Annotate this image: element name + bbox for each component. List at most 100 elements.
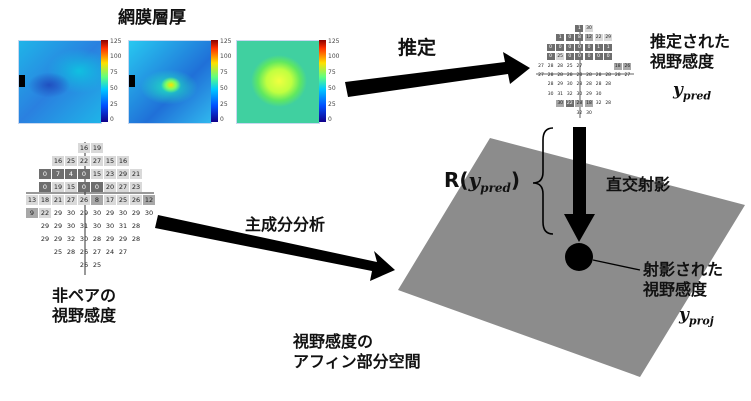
vf-cell: 26 bbox=[79, 261, 89, 269]
colorbar-3-ticks: 125 100 75 50 25 0 bbox=[328, 38, 344, 123]
tick: 75 bbox=[328, 69, 336, 76]
vf-cell: 1 bbox=[575, 25, 584, 32]
vf-cell: 32 bbox=[576, 110, 583, 116]
vf-cell: 32 bbox=[566, 91, 573, 97]
vf-cell: 28 bbox=[575, 100, 584, 108]
vf-cell: 16 bbox=[78, 143, 90, 153]
estimate-label: 推定 bbox=[398, 37, 437, 59]
vf-cell: 30 bbox=[585, 25, 593, 32]
vf-cell: 31 bbox=[557, 91, 564, 97]
vf-cell: 19 bbox=[52, 182, 64, 192]
vf-cell: 25 bbox=[566, 63, 573, 69]
thickness-map-3 bbox=[236, 40, 320, 124]
vf-cell: 27 bbox=[117, 182, 129, 192]
vf-cell: 0 bbox=[565, 34, 574, 42]
vf-cell: 16 bbox=[117, 156, 129, 166]
vf-cell: 29 bbox=[105, 235, 115, 243]
y-proj-symbol: yproj bbox=[679, 305, 714, 328]
range-brace bbox=[532, 127, 554, 235]
vf-cell: 31 bbox=[118, 222, 128, 230]
vf-cell: 1 bbox=[594, 43, 603, 51]
estimate-arrow bbox=[345, 52, 530, 97]
vf-cell: 4 bbox=[65, 169, 77, 179]
vf-cell: 29 bbox=[40, 235, 50, 243]
vf-cell: 15 bbox=[65, 182, 77, 192]
vf-cell: 28 bbox=[131, 235, 141, 243]
tick: 0 bbox=[328, 116, 332, 123]
vf-cell: 25 bbox=[53, 248, 63, 256]
vf-cell: 30 bbox=[92, 222, 102, 230]
vf-cell: 25 bbox=[65, 156, 77, 166]
vf-cell: 30 bbox=[595, 91, 602, 97]
affine-subspace-label: 視野感度の アフィン部分空間 bbox=[293, 332, 421, 371]
vf-cell: 27 bbox=[624, 73, 631, 78]
vf-cell: 19 bbox=[91, 143, 103, 153]
vf-cell: 0 bbox=[575, 53, 584, 61]
vf-cell: 28 bbox=[576, 73, 583, 78]
vf-cell: 22 bbox=[39, 208, 51, 218]
vf-cell: 0 bbox=[546, 53, 555, 61]
vf-cell: 0 bbox=[78, 169, 90, 179]
vf-cell: 17 bbox=[104, 195, 116, 205]
vf-cell: 32 bbox=[66, 235, 76, 243]
vf-cell: 32 bbox=[595, 101, 602, 107]
vf-cell: 30 bbox=[144, 209, 154, 217]
vf-cell: 0 bbox=[78, 182, 90, 192]
vf-cell: 20 bbox=[104, 182, 116, 192]
vf-cell: 28 bbox=[547, 63, 554, 69]
tick: 75 bbox=[110, 69, 118, 76]
vf-cell: 30 bbox=[66, 209, 76, 217]
vf-cell: 29 bbox=[53, 235, 63, 243]
tick: 100 bbox=[110, 53, 122, 60]
projected-vf-label: 射影された 視野感度 bbox=[643, 260, 724, 299]
map-marker bbox=[129, 75, 135, 87]
vf-cell: 29 bbox=[131, 209, 141, 217]
vf-cell: 0 bbox=[39, 169, 51, 179]
vf-cell: 18 bbox=[39, 195, 51, 205]
vf-cell: 30 bbox=[66, 222, 76, 230]
vf-cell: 28 bbox=[547, 73, 554, 78]
vf-cell: 21 bbox=[52, 195, 64, 205]
thickness-map-2 bbox=[128, 40, 212, 124]
vf-cell: 29 bbox=[557, 82, 564, 88]
vf-cell: 29 bbox=[53, 209, 63, 217]
projected-point bbox=[565, 243, 593, 271]
retina-thickness-label: 網膜層厚 bbox=[118, 8, 186, 28]
vf-cell: 30 bbox=[556, 100, 565, 108]
vf-cell: 18 bbox=[613, 62, 622, 70]
orthogonal-projection-label: 直交射影 bbox=[606, 175, 671, 194]
vf-cell: 28 bbox=[576, 82, 583, 88]
vf-cell: 29 bbox=[586, 91, 592, 97]
vf-cell: 0 bbox=[39, 182, 51, 192]
pca-arrow bbox=[155, 215, 395, 281]
vf-cell: 27 bbox=[65, 195, 77, 205]
vf-cell: 30 bbox=[79, 235, 89, 243]
vf-cell: 29 bbox=[118, 235, 128, 243]
vf-cell: 22 bbox=[594, 34, 603, 42]
vf-cell: 15 bbox=[104, 156, 116, 166]
vf-cell: 28 bbox=[131, 222, 141, 230]
vf-cell: 26 bbox=[623, 62, 632, 70]
vf-cell: 30 bbox=[576, 91, 583, 97]
vf-cell: 27 bbox=[91, 156, 103, 166]
map-marker bbox=[19, 75, 25, 87]
vf-cell: 26 bbox=[79, 248, 89, 256]
tick: 25 bbox=[110, 101, 118, 108]
estimated-vf-label: 推定された 視野感度 bbox=[650, 32, 731, 71]
tick: 0 bbox=[220, 116, 224, 123]
leader-line bbox=[592, 259, 641, 271]
vf-cell: 9 bbox=[26, 208, 38, 218]
colorbar-2-ticks: 125 100 75 50 25 0 bbox=[220, 38, 236, 123]
y-pred-symbol: ypred bbox=[673, 80, 712, 103]
vf-cell: 29 bbox=[105, 209, 115, 217]
vf-cell: 0 bbox=[546, 43, 555, 51]
vf-cell: 31 bbox=[79, 222, 89, 230]
vf-cell: 28 bbox=[614, 73, 621, 78]
vf-cell: 30 bbox=[92, 209, 102, 217]
projection-arrow bbox=[564, 127, 595, 242]
vf-cell: 28 bbox=[92, 235, 102, 243]
vf-cell: 30 bbox=[547, 91, 554, 97]
vf-cell: 13 bbox=[26, 195, 38, 205]
